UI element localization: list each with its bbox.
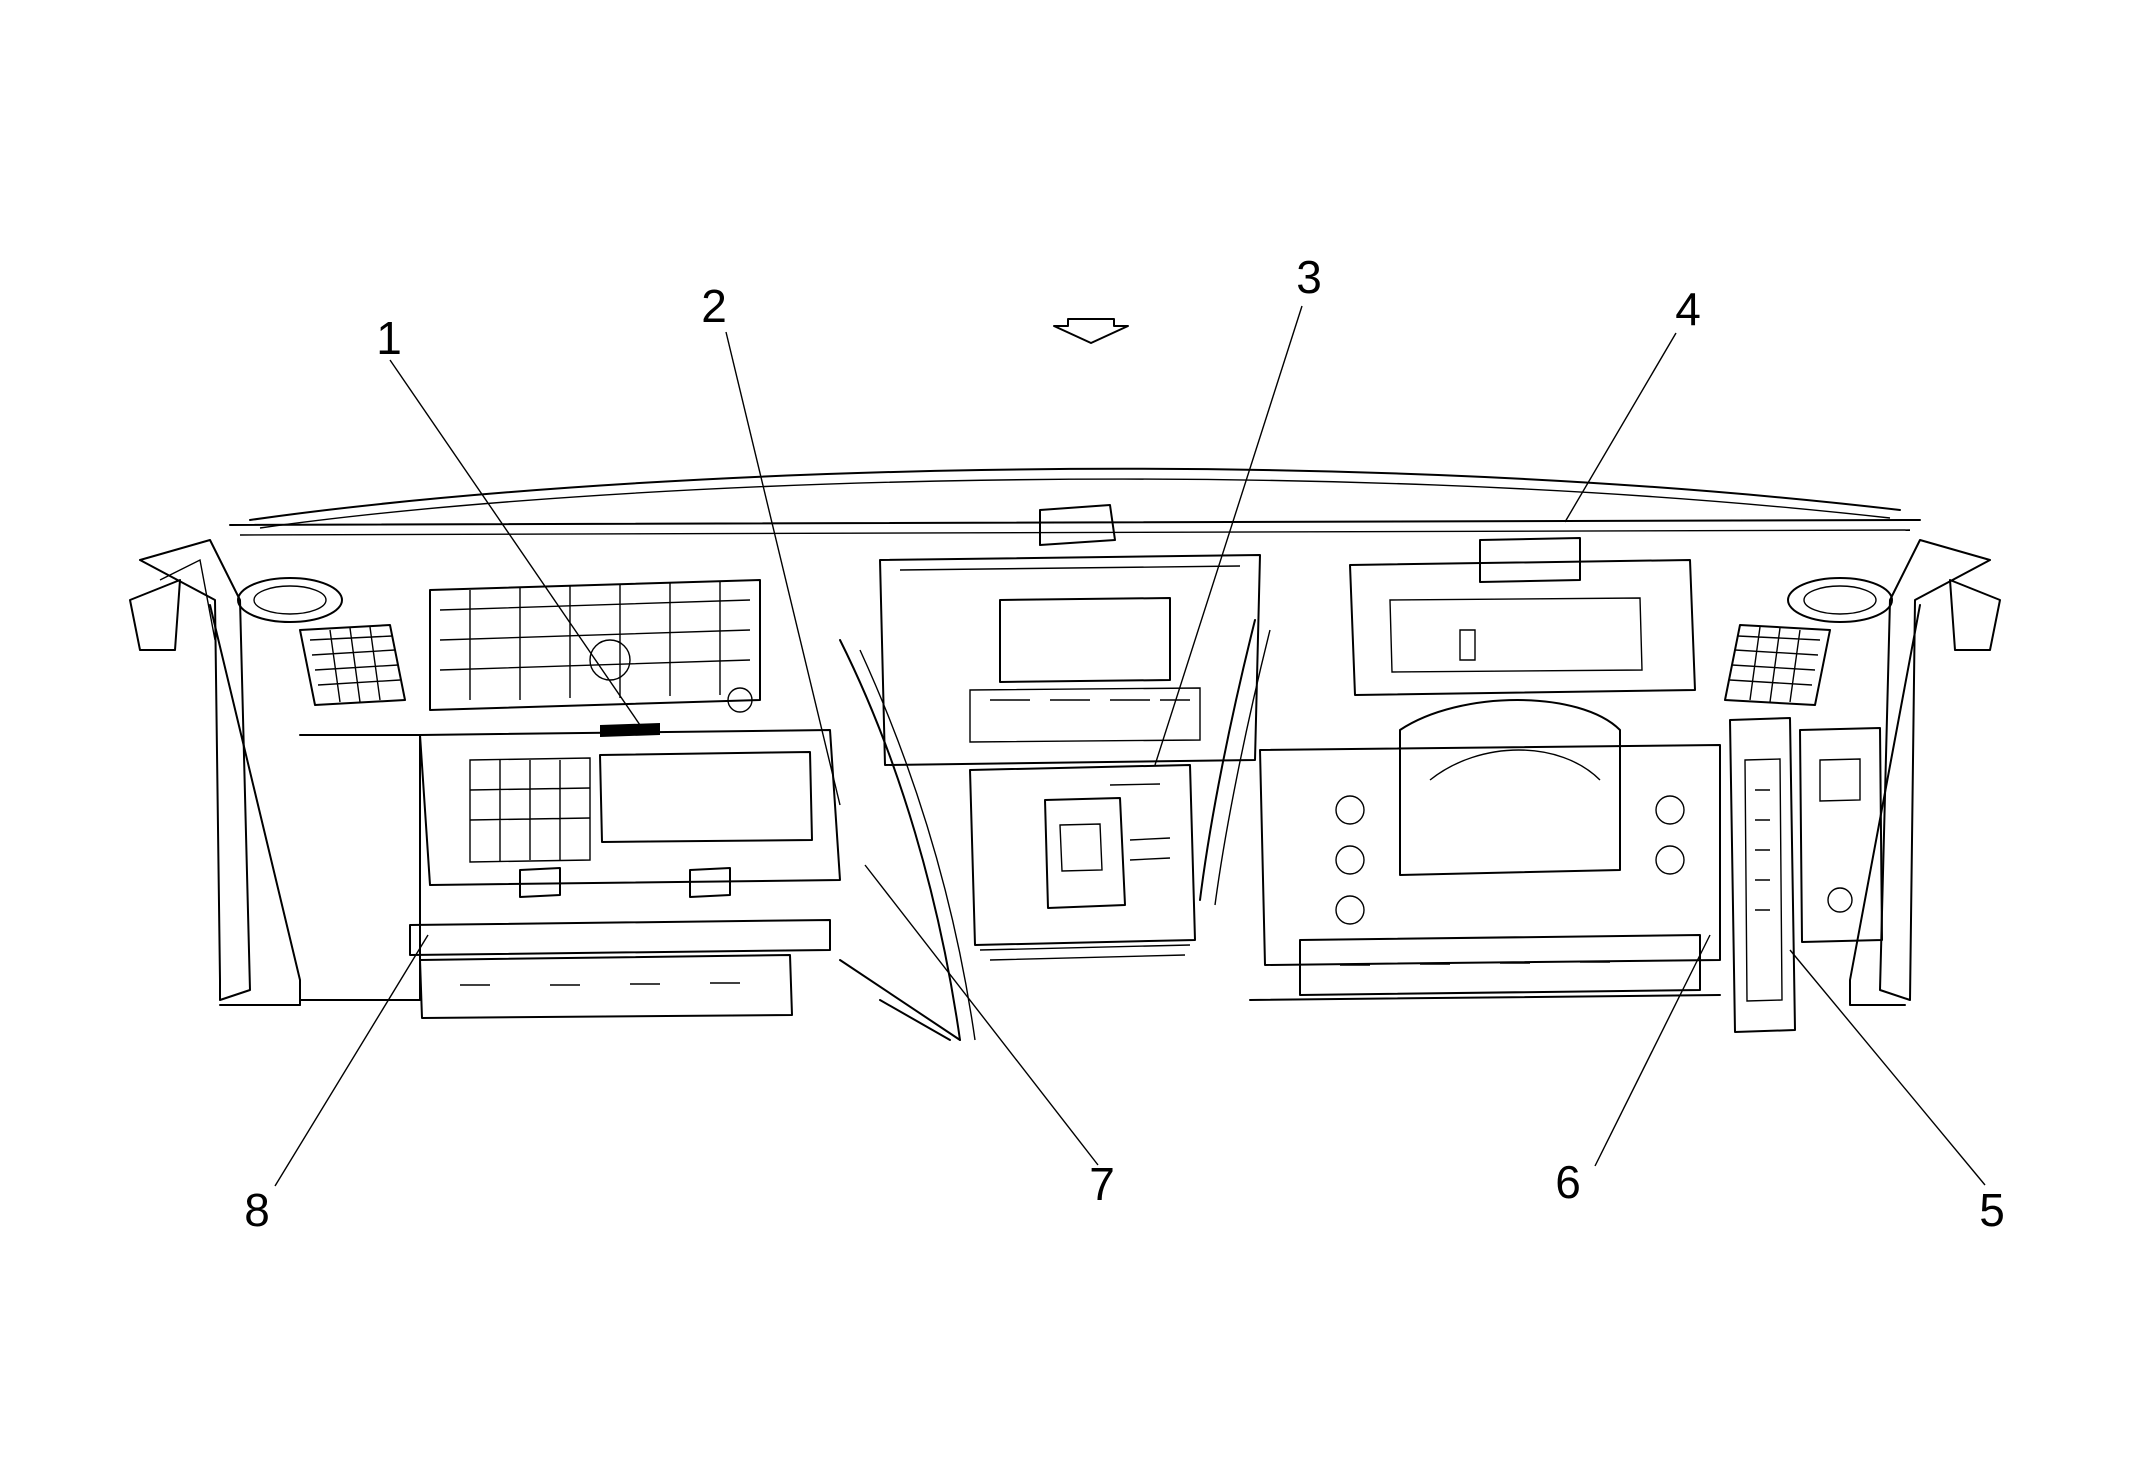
leader-line-5 (1789, 949, 1986, 1186)
leader-line-3 (1154, 305, 1303, 766)
leader-line-4 (1564, 332, 1677, 523)
callout-2-number: 2 (701, 280, 727, 332)
leader-line-7 (864, 864, 1099, 1166)
callout-8-number: 8 (244, 1184, 270, 1236)
callout-1-number: 1 (376, 312, 402, 364)
callout-numbers: 1 2 3 4 5 6 7 8 (244, 251, 2005, 1236)
callout-4-number: 4 (1675, 283, 1701, 335)
callout-5-number: 5 (1979, 1184, 2005, 1236)
callout-3-number: 3 (1296, 251, 1322, 303)
leader-line-8 (274, 934, 429, 1187)
callout-7-number: 7 (1089, 1158, 1115, 1210)
leader-line-2 (725, 331, 841, 806)
callout-6-number: 6 (1555, 1156, 1581, 1208)
instrument-panel-assembly (129, 467, 2001, 1041)
leader-line-6 (1594, 934, 1711, 1167)
down-arrow-icon (1053, 318, 1129, 344)
leader-line-1 (389, 359, 641, 726)
callout-leaders (274, 305, 1986, 1187)
